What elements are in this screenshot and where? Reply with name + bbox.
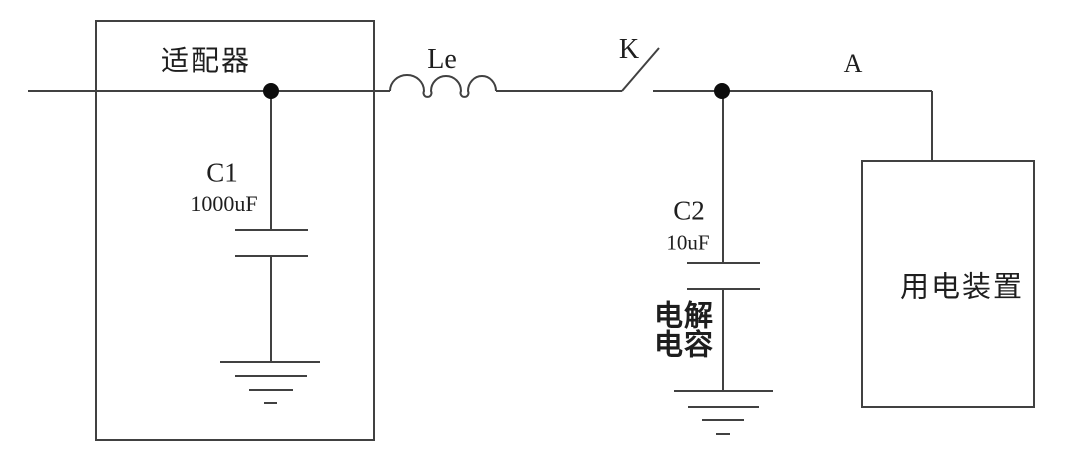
switch-blade: [621, 47, 660, 92]
load-box: [861, 160, 1035, 408]
c2-ground-symbol: [674, 390, 773, 435]
c2-note-line2: 电容: [653, 327, 715, 362]
adapter-label: 适配器: [160, 46, 252, 77]
c2-name-label: C2: [673, 195, 705, 226]
c1-name-label: C1: [206, 157, 238, 188]
junction-dot-c2: [714, 83, 730, 99]
c2-value-label: 10uF: [666, 230, 710, 255]
inductor-coil: [389, 74, 497, 98]
load-label: 用电装置: [899, 271, 1025, 304]
c1-ground-symbol: [220, 361, 320, 404]
junction-dot-c1: [263, 83, 279, 99]
switch-label: K: [618, 34, 640, 65]
node-a-label: A: [843, 49, 863, 78]
c1-value-label: 1000uF: [190, 191, 258, 216]
c2-note-line1: 电解: [653, 298, 715, 333]
inductor-label: Le: [427, 44, 457, 75]
adapter-box: [95, 20, 375, 441]
